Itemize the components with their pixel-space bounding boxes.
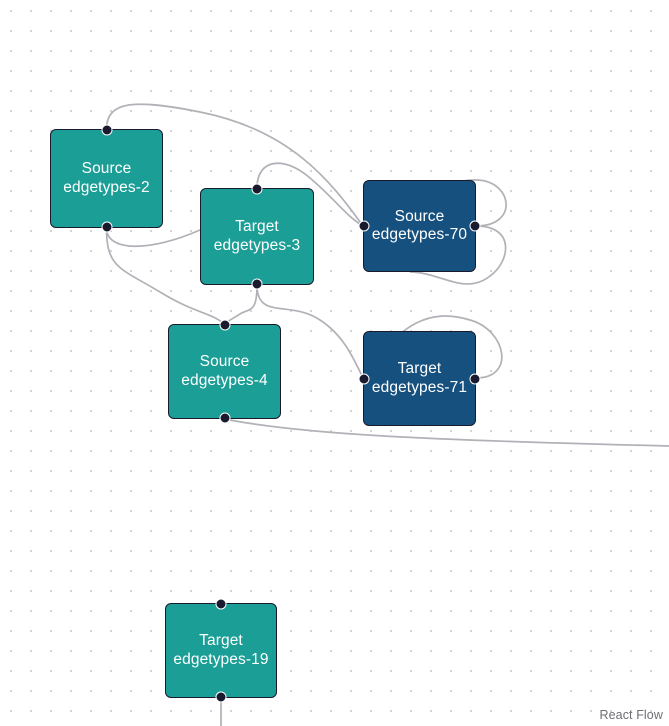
handle-bottom[interactable] bbox=[251, 278, 263, 290]
handle-bottom[interactable] bbox=[101, 221, 112, 233]
node-label: Source edgetypes-70 bbox=[371, 207, 468, 243]
handle-top[interactable] bbox=[219, 319, 230, 331]
node-edgetypes-2[interactable]: Source edgetypes-2 bbox=[50, 124, 163, 233]
handle-top[interactable] bbox=[251, 183, 263, 195]
node-label: Source edgetypes-4 bbox=[181, 353, 268, 389]
node-edgetypes-71[interactable]: Target edgetypes-71 bbox=[358, 331, 481, 426]
node-label: Target edgetypes-19 bbox=[173, 632, 269, 668]
node-label: Target edgetypes-3 bbox=[213, 218, 301, 254]
node-label: Source edgetypes-2 bbox=[63, 160, 150, 196]
handle-left[interactable] bbox=[358, 220, 370, 232]
handle-left[interactable] bbox=[358, 373, 370, 384]
node-edgetypes-70[interactable]: Source edgetypes-70 bbox=[358, 180, 481, 272]
edge[interactable] bbox=[223, 284, 258, 325]
react-flow-attribution[interactable]: React Flow bbox=[599, 708, 663, 722]
node-edgetypes-19[interactable]: Target edgetypes-19 bbox=[165, 598, 277, 703]
handle-top[interactable] bbox=[101, 124, 112, 136]
handle-right[interactable] bbox=[469, 373, 481, 384]
node-edgetypes-3[interactable]: Target edgetypes-3 bbox=[200, 183, 314, 290]
handle-top[interactable] bbox=[215, 598, 227, 610]
node-edgetypes-4[interactable]: Source edgetypes-4 bbox=[168, 319, 281, 424]
handle-bottom[interactable] bbox=[215, 691, 227, 703]
handle-right[interactable] bbox=[469, 220, 481, 232]
handle-bottom[interactable] bbox=[219, 412, 230, 424]
node-label: Target edgetypes-71 bbox=[371, 360, 468, 396]
